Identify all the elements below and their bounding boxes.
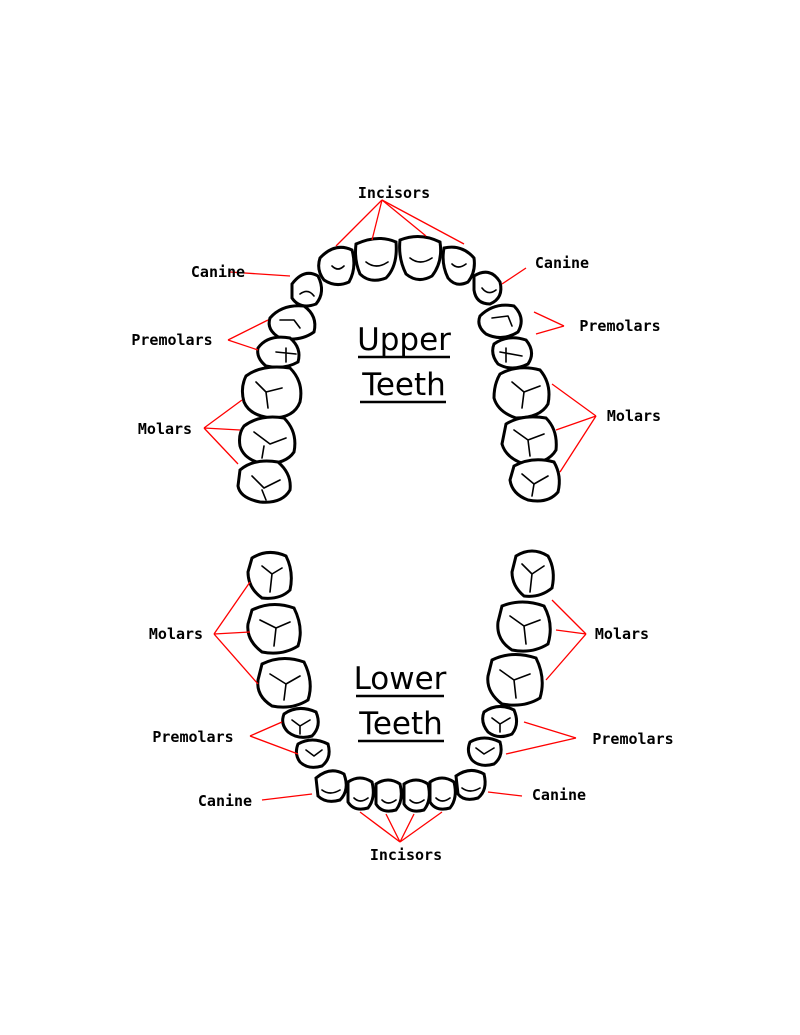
- upper-molar-tooth: [508, 458, 561, 503]
- upper-canine-tooth: [472, 270, 503, 306]
- upper-premolars-left-label: Premolars: [131, 331, 212, 349]
- lower-canine-left-label: Canine: [198, 792, 252, 810]
- upper-title-line2: Teeth: [361, 367, 446, 403]
- upper-canine-right-label: Canine: [535, 254, 589, 272]
- upper-title-line1: Upper: [357, 322, 451, 358]
- lower-canine-tooth: [314, 769, 348, 803]
- lower-premolar-tooth: [466, 736, 503, 767]
- upper-molars-right-label: Molars: [607, 407, 661, 425]
- lower-molar-tooth: [246, 603, 302, 655]
- lower-premolar-tooth: [281, 707, 320, 739]
- upper-molar-tooth: [236, 459, 292, 504]
- lower-incisor-tooth: [428, 776, 457, 811]
- upper-molar-tooth: [492, 366, 551, 420]
- lower-premolar-tooth: [481, 705, 519, 739]
- upper-arch: [236, 235, 561, 504]
- lower-incisor-tooth: [374, 778, 403, 813]
- lower-premolars-left-label: Premolars: [152, 728, 233, 746]
- lower-canine-right-label: Canine: [532, 786, 586, 804]
- upper-incisor-tooth: [317, 245, 356, 287]
- upper-premolar-tooth: [477, 303, 523, 339]
- leader-lines: [203, 199, 597, 843]
- lower-title-line1: Lower: [354, 661, 447, 697]
- lower-title-line2: Teeth: [358, 706, 443, 742]
- upper-incisor-tooth: [354, 237, 398, 282]
- upper-canine-tooth: [290, 271, 323, 308]
- upper-premolar-tooth: [267, 304, 317, 341]
- upper-incisor-tooth: [441, 245, 476, 286]
- upper-molars-left-label: Molars: [138, 420, 192, 438]
- lower-molars-left-label: Molars: [149, 625, 203, 643]
- lower-canine-tooth: [454, 769, 487, 801]
- upper-premolars-right-label: Premolars: [579, 317, 660, 335]
- upper-premolar-tooth: [491, 336, 533, 370]
- upper-molar-tooth: [500, 415, 558, 466]
- lower-molar-tooth: [246, 551, 293, 600]
- lower-arch: [246, 549, 555, 813]
- upper-canine-left-label: Canine: [191, 263, 245, 281]
- lower-incisor-tooth: [402, 778, 431, 813]
- lower-incisors-label: Incisors: [370, 846, 442, 864]
- upper-incisors-label: Incisors: [358, 184, 430, 202]
- lower-premolars-right-label: Premolars: [592, 730, 673, 748]
- lower-premolar-tooth: [294, 738, 331, 769]
- upper-molar-tooth: [238, 415, 297, 466]
- upper-incisor-tooth: [398, 235, 443, 281]
- upper-molar-tooth: [240, 365, 303, 420]
- lower-incisor-tooth: [346, 776, 375, 811]
- lower-molars-right-label: Molars: [595, 625, 649, 643]
